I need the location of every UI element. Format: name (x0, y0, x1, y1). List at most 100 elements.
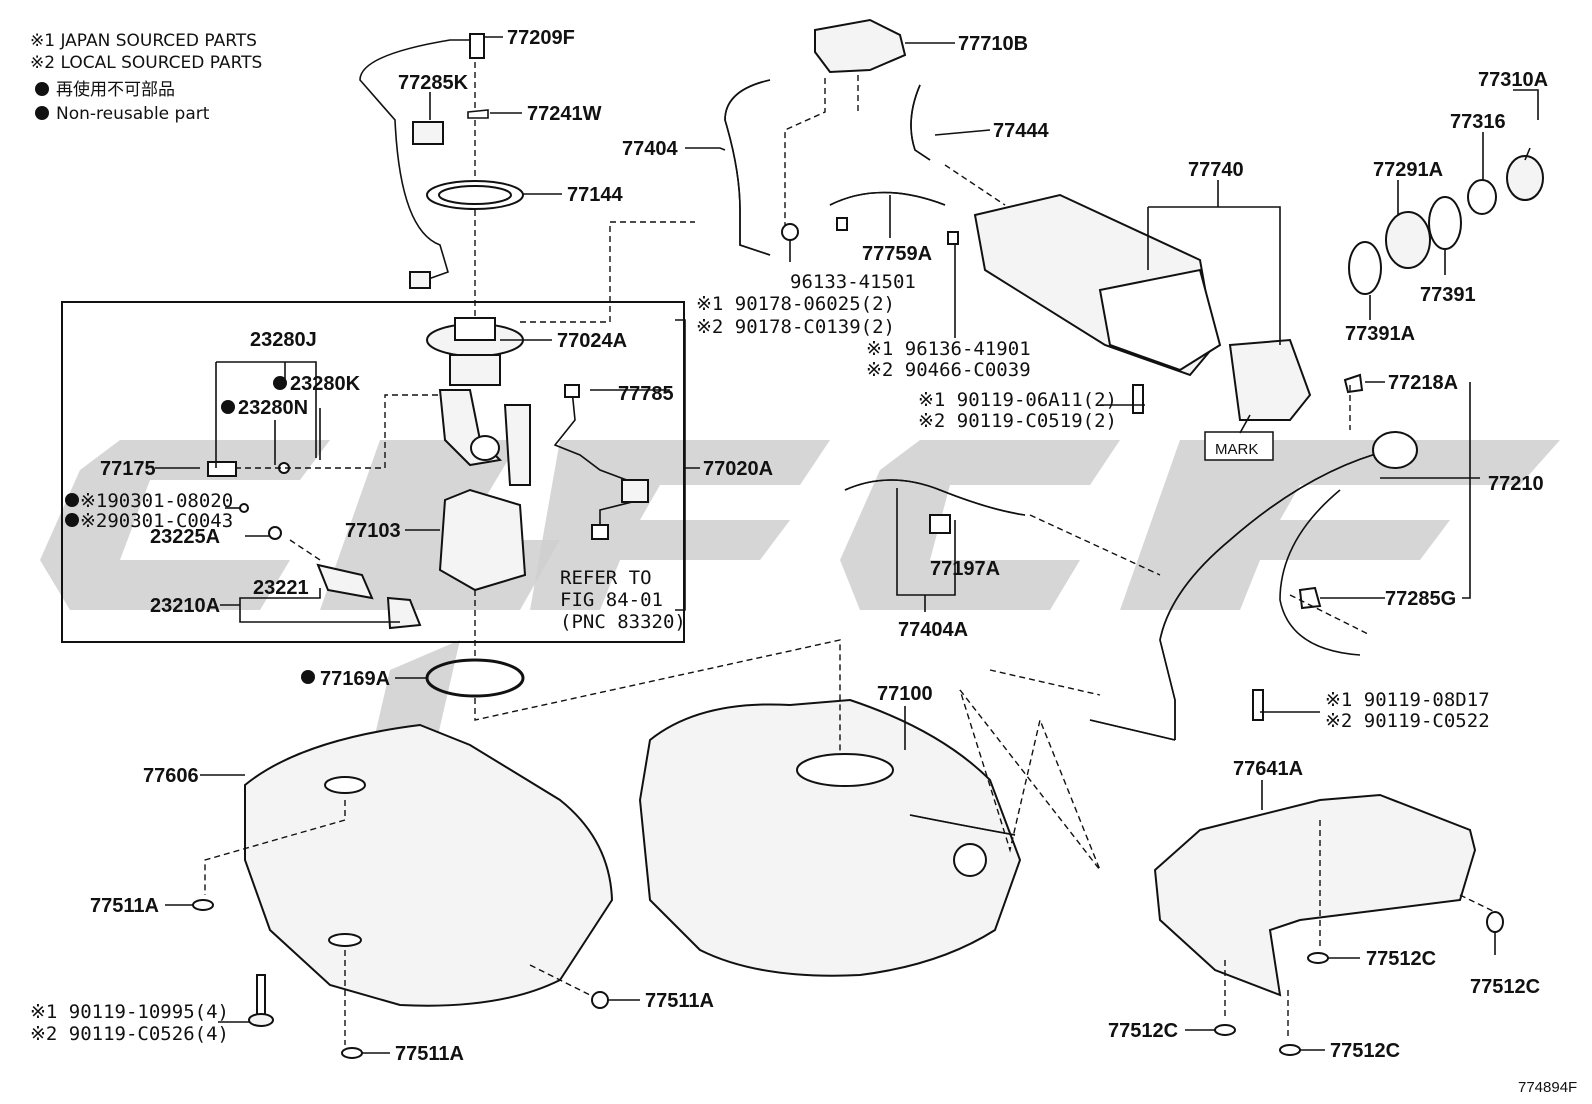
label-23280J: 23280J (250, 329, 317, 351)
tank-protector-part (1153, 793, 1477, 997)
label-77511A: 77511A (645, 990, 714, 1012)
retainer-part (467, 109, 489, 119)
canister-filter-part (1228, 338, 1312, 421)
label-77285G: 77285G (1385, 588, 1456, 610)
label-77100: 77100 (877, 683, 933, 705)
breather-tube-part (1279, 489, 1361, 656)
label-90301-C0043: ※290301-C0043 (80, 510, 233, 532)
gasket-part (1428, 196, 1462, 250)
label-90301-08020: ※190301-08020 (80, 490, 233, 512)
label-77710B: 77710B (958, 33, 1028, 55)
label-90119-C0526: ※2 90119-C0526(4) (30, 1023, 229, 1045)
refer-note-line1: REFER TO (560, 567, 652, 589)
label-77606: 77606 (143, 765, 199, 787)
label-77404A: 77404A (898, 619, 968, 641)
non-reusable-dot-icon (65, 513, 79, 527)
non-reusable-dot-icon (35, 82, 49, 96)
vent-hose-part (844, 479, 1026, 516)
label-90119-06A11: ※1 90119-06A11(2) (918, 389, 1117, 411)
label-77218A: 77218A (1388, 372, 1458, 394)
label-90466-C0039: ※2 90466-C0039 (866, 359, 1031, 381)
label-77391A: 77391A (1345, 323, 1415, 345)
label-23225A: 23225A (150, 526, 220, 548)
vent-hose-part (724, 79, 771, 256)
connector-part (409, 271, 431, 289)
label-90119-08D17: ※1 90119-08D17 (1325, 689, 1490, 711)
label-90178-C0139: ※2 90178-C0139(2) (696, 316, 895, 338)
legend-non-reusable-en: Non-reusable part (56, 104, 210, 124)
non-reusable-dot-icon (35, 106, 49, 120)
sender-bracket-part (503, 404, 531, 486)
bolt-part (1132, 384, 1144, 414)
label-23221: 23221 (253, 577, 309, 599)
legend-japan: ※1 JAPAN SOURCED PARTS (30, 31, 257, 51)
fuel-cap-part (1506, 155, 1544, 201)
refer-note-line3: (PNC 83320) (560, 611, 686, 633)
non-reusable-dot-icon (221, 400, 235, 414)
label-77103: 77103 (345, 520, 401, 542)
label-77512C: 77512C (1366, 948, 1436, 970)
label-77210: 77210 (1488, 473, 1544, 495)
label-77404: 77404 (622, 138, 678, 160)
legend-local: ※2 LOCAL SOURCED PARTS (30, 53, 262, 73)
inlet-protector-part (1385, 211, 1431, 269)
label-77144: 77144 (567, 184, 623, 206)
cap-ring-part (1467, 179, 1497, 215)
label-77291A: 77291A (1373, 159, 1443, 181)
non-reusable-dot-icon (301, 670, 315, 684)
label-77391: 77391 (1420, 284, 1476, 306)
label-77785: 77785 (618, 383, 674, 405)
label-77740: 77740 (1188, 159, 1244, 181)
label-77511A: 77511A (395, 1043, 464, 1065)
label-77285K: 77285K (398, 72, 469, 94)
label-96136-41901: ※1 96136-41901 (866, 338, 1031, 360)
label-90119-C0522: ※2 90119-C0522 (1325, 710, 1490, 732)
mark-label: MARK (1215, 441, 1258, 458)
filler-pipe-part (1159, 449, 1391, 740)
fuel-tank-part (638, 698, 1022, 977)
label-77512C: 77512C (1330, 1040, 1400, 1062)
non-reusable-dot-icon (65, 493, 79, 507)
label-77020A: 77020A (703, 458, 773, 480)
figure-id: 774894F (1518, 1079, 1577, 1096)
legend: ※1 JAPAN SOURCED PARTS ※2 LOCAL SOURCED … (30, 31, 262, 124)
wire-harness-part (359, 39, 470, 283)
hose-part (910, 84, 931, 161)
label-77512C: 77512C (1108, 1020, 1178, 1042)
label-77759A: 77759A (862, 243, 932, 265)
tank-protector-part (244, 723, 614, 1007)
cut-off-valve-part (814, 18, 907, 74)
label-23280K: 23280K (290, 373, 361, 395)
bolt-part (1252, 689, 1264, 721)
legend-non-reusable-jp: 再使用不可部品 (56, 79, 175, 100)
label-90119-C0519: ※2 90119-C0519(2) (918, 410, 1117, 432)
clamp-part (929, 514, 951, 534)
label-77511A: 77511A (90, 895, 159, 917)
gasket-part (1348, 241, 1382, 295)
label-90119-10995: ※1 90119-10995(4) (30, 1001, 229, 1023)
label-77512C: 77512C (1470, 976, 1540, 998)
label-23280N: 23280N (238, 397, 308, 419)
label-77310A: 77310A (1478, 69, 1548, 91)
label-77241W: 77241W (527, 103, 602, 125)
label-77169A: 77169A (320, 668, 390, 690)
label-77641A: 77641A (1233, 758, 1303, 780)
bolt-part (256, 974, 266, 1018)
mark-box (1204, 431, 1274, 461)
label-77444: 77444 (993, 120, 1049, 142)
non-reusable-dot-icon (273, 376, 287, 390)
pump-housing-part (438, 488, 527, 592)
label-77024A: 77024A (557, 330, 627, 352)
clip-part (412, 121, 444, 145)
label-77316: 77316 (1450, 111, 1506, 133)
label-77209F: 77209F (507, 27, 575, 49)
fuel-sender-part (553, 389, 641, 530)
hose-part (829, 191, 946, 206)
label-90178-06025: ※1 90178-06025(2) (696, 293, 895, 315)
part-labels: 77209F 77285K 77241W 77144 77710B 77404 … (30, 27, 1577, 1096)
label-96133-41501: 96133-41501 (790, 271, 916, 293)
refer-note-line2: FIG 84-01 (560, 589, 663, 611)
outlet-fitting-part (207, 461, 237, 477)
